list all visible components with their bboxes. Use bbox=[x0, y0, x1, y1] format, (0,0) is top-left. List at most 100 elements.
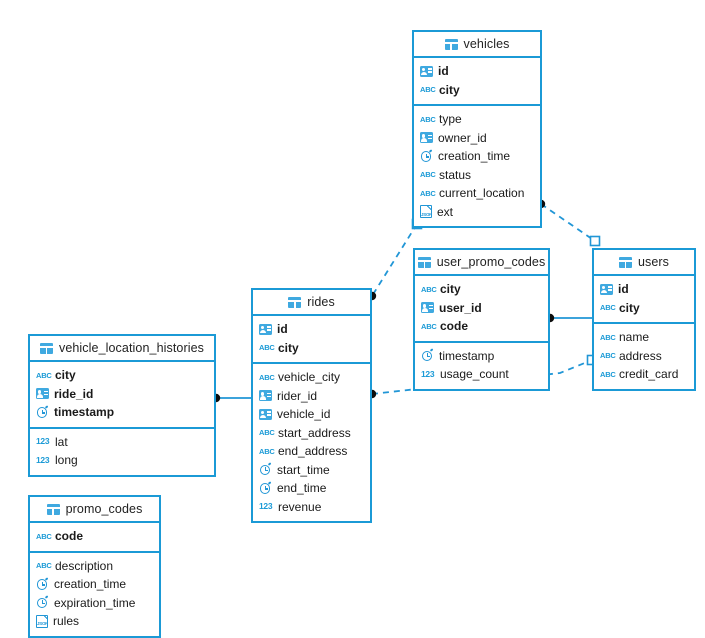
column-name: vehicle_id bbox=[277, 407, 331, 422]
abc-string-icon: ABC bbox=[259, 343, 275, 353]
relationship-target-marker bbox=[589, 235, 601, 247]
column-name: rider_id bbox=[277, 388, 318, 403]
table-header-promo_codes[interactable]: promo_codes bbox=[30, 497, 159, 523]
abc-string-icon: ABC bbox=[600, 303, 616, 313]
column-name: city bbox=[440, 282, 461, 297]
table-header-vehicles[interactable]: vehicles bbox=[414, 32, 540, 58]
relationship-user-promo-codes-to-users bbox=[545, 313, 592, 323]
badge-id-icon bbox=[421, 302, 434, 314]
abc-string-icon: ABC bbox=[420, 85, 436, 95]
column-row-timestamp[interactable]: timestamp bbox=[415, 347, 548, 366]
abc-string-icon: ABC bbox=[36, 370, 52, 380]
column-name: description bbox=[55, 558, 114, 573]
column-name: long bbox=[55, 453, 78, 468]
123-number-icon: 123 bbox=[36, 454, 50, 465]
column-name: usage_count bbox=[440, 367, 509, 382]
column-name: end_time bbox=[277, 481, 327, 496]
column-name: id bbox=[438, 64, 449, 79]
column-row-long[interactable]: 123 long bbox=[30, 451, 214, 470]
abc-string-icon: ABC bbox=[600, 332, 616, 342]
column-row-id[interactable]: id bbox=[414, 62, 540, 81]
column-row-vehicle_id[interactable]: vehicle_id bbox=[253, 405, 370, 424]
clock-icon bbox=[259, 480, 272, 495]
abc-string-icon: ABC bbox=[420, 170, 436, 180]
column-row-creation_time[interactable]: creation_time bbox=[30, 575, 159, 594]
badge-id-icon bbox=[600, 283, 613, 295]
table-icon bbox=[288, 296, 302, 308]
table-title: users bbox=[637, 255, 670, 269]
column-row-rider_id[interactable]: rider_id bbox=[253, 387, 370, 406]
column-row-expiration_time[interactable]: expiration_time bbox=[30, 594, 159, 613]
abc-string-icon: ABC bbox=[36, 561, 52, 571]
abc-string-icon: ABC bbox=[259, 372, 275, 382]
column-row-id[interactable]: id bbox=[594, 280, 694, 299]
column-name: start_time bbox=[277, 462, 330, 477]
json-file-icon: JSON bbox=[420, 205, 432, 219]
relationship-vehicle-location-histories-to-rides bbox=[211, 393, 251, 403]
123-number-icon: 123 bbox=[259, 501, 273, 512]
column-name: credit_card bbox=[619, 367, 679, 382]
column-name: code bbox=[440, 319, 469, 334]
clock-icon bbox=[36, 595, 49, 609]
table-icon bbox=[618, 256, 632, 268]
table-header-users[interactable]: users bbox=[594, 250, 694, 276]
column-row-start_time[interactable]: start_time bbox=[253, 461, 370, 480]
column-row-user_id[interactable]: user_id bbox=[415, 299, 548, 318]
column-row-end_time[interactable]: end_time bbox=[253, 479, 370, 498]
column-row-timestamp[interactable]: timestamp bbox=[30, 403, 214, 422]
column-row-id[interactable]: id bbox=[253, 320, 370, 339]
badge-id-icon bbox=[259, 390, 272, 402]
table-header-rides[interactable]: rides bbox=[253, 290, 370, 316]
column-row-owner_id[interactable]: owner_id bbox=[414, 129, 540, 148]
clock-icon bbox=[36, 404, 49, 419]
column-name: creation_time bbox=[438, 149, 511, 164]
table-header-user_promo_codes[interactable]: user_promo_codes bbox=[415, 250, 548, 276]
column-name: ride_id bbox=[54, 386, 94, 401]
table-icon bbox=[417, 256, 431, 268]
column-name: status bbox=[439, 167, 472, 182]
table-title: promo_codes bbox=[65, 502, 143, 516]
table-icon bbox=[46, 503, 60, 515]
abc-string-icon: ABC bbox=[259, 428, 275, 438]
relationship-vehicles-to-users bbox=[536, 199, 601, 247]
column-row-creation_time[interactable]: creation_time bbox=[414, 147, 540, 166]
column-row-ride_id[interactable]: ride_id bbox=[30, 385, 214, 404]
table-header-vehicle_location_histories[interactable]: vehicle_location_histories bbox=[30, 336, 214, 362]
